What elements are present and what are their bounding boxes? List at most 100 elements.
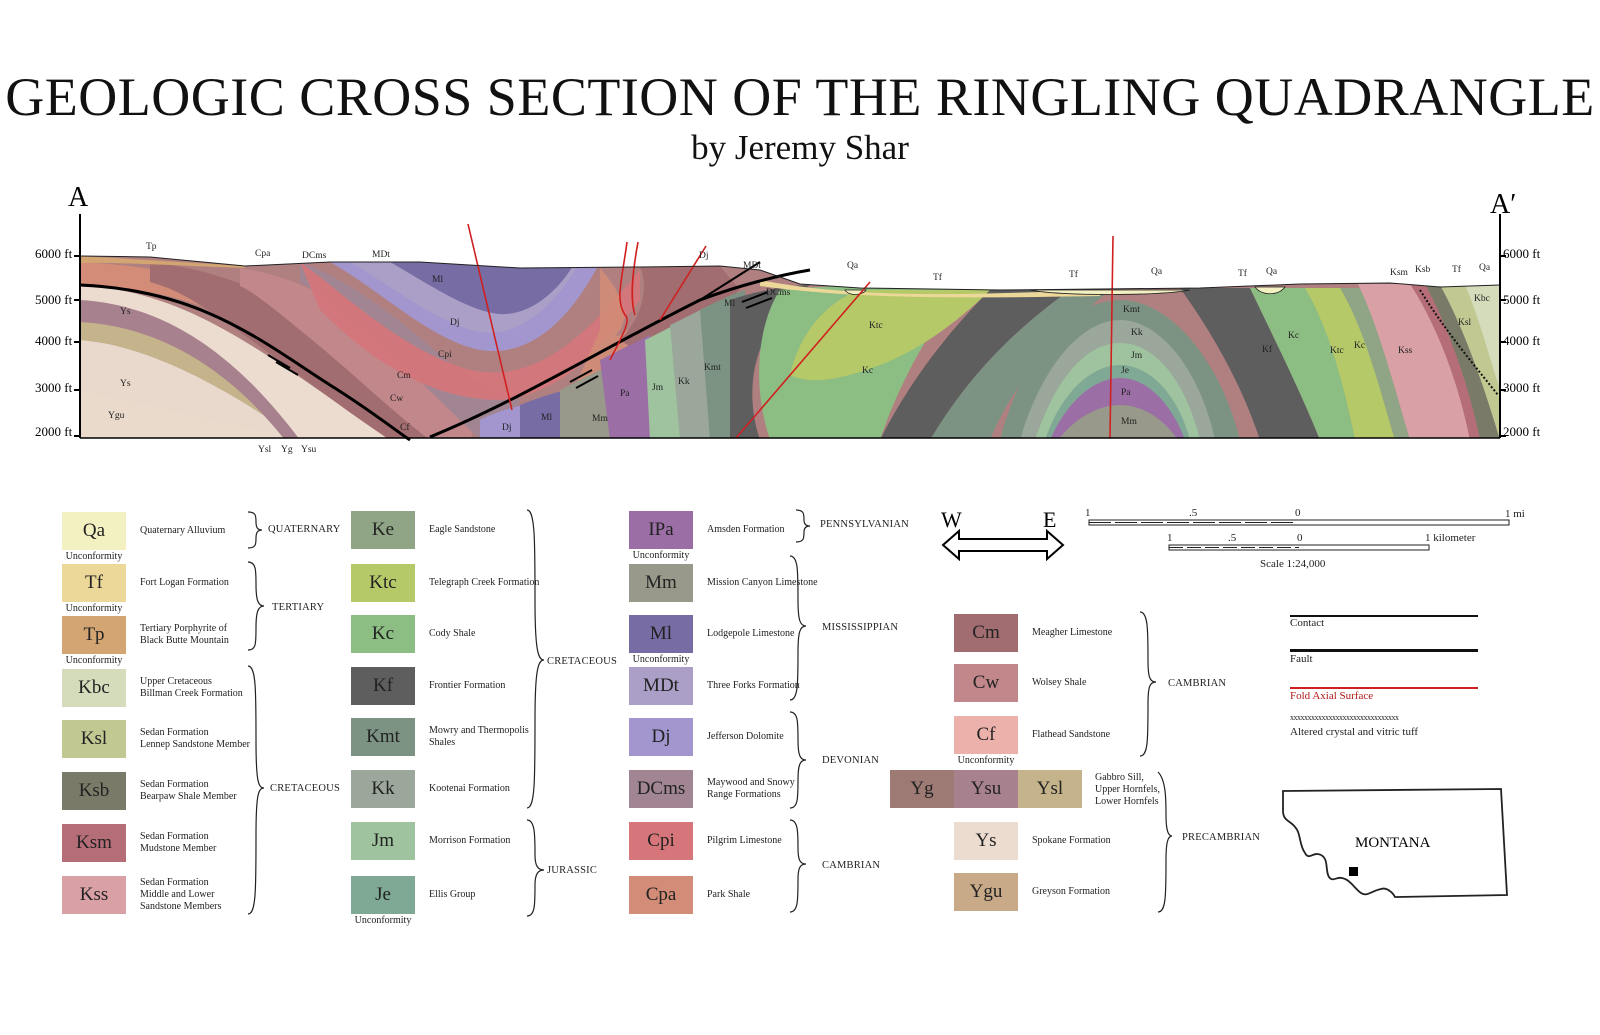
lbl-ys1: Ys (120, 307, 131, 317)
swatch-ipa: IPa (629, 511, 693, 549)
lbl-qa4: Qa (1479, 263, 1491, 273)
legend-name-cpa: Park Shale (707, 889, 751, 900)
swatch-dj: Dj (629, 718, 693, 756)
swatch-yg: Yg (890, 770, 954, 808)
swatch-cpi: Cpi (629, 822, 693, 860)
legend-name-dj: Jefferson Dolomite (707, 731, 784, 742)
lbl-cm: Cm (397, 371, 411, 381)
swatch-ksl: Ksl (62, 720, 126, 758)
swatch-ktc: Ktc (351, 564, 415, 602)
lbl-ml3: Ml (724, 299, 735, 309)
elev-6000-right: 6000 ft (1503, 246, 1541, 261)
legend-name-ksl: Sedan Formation Lennep Sandstone Member (140, 727, 250, 750)
swatch-ygu: Ygu (954, 873, 1018, 911)
hornfels-swatches: Yg Ysu Ysl (890, 770, 1082, 808)
unconformity-qa: Unconformity (65, 551, 123, 562)
lbl-ksl: Ksl (1458, 318, 1472, 328)
location-marker (1349, 867, 1358, 876)
page-title: GEOLOGIC CROSS SECTION OF THE RINGLING Q… (5, 67, 1595, 127)
elev-4000-left: 4000 ft (35, 333, 73, 348)
period-pennsylvanian: PENNSYLVANIAN (820, 519, 909, 530)
swatch-dcms: DCms (629, 770, 693, 808)
fault-label: Fault (1290, 653, 1313, 665)
unconformity-je: Unconformity (354, 915, 412, 926)
legend-name-ke: Eagle Sandstone (429, 524, 496, 535)
unit-ke-east-limb (1340, 288, 1410, 438)
legend-name-kk: Kootenai Formation (429, 783, 510, 794)
lbl-yg: Yg (281, 445, 293, 455)
elev-labels-left: 6000 ft 5000 ft 4000 ft 3000 ft 2000 ft (35, 246, 73, 439)
legend-name-ygu: Greyson Formation (1032, 886, 1111, 897)
lbl-dcms2: DCms (766, 288, 791, 298)
elev-5000-left: 5000 ft (35, 292, 73, 307)
lbl-dj1: Dj (450, 318, 460, 328)
legend-name-ksb: Sedan Formation Bearpaw Shale Member (140, 779, 237, 802)
lbl-kf: Kf (1262, 344, 1273, 355)
scale-bars: 1 .5 0 1 mile 1 .5 0 1 kilometer (1085, 507, 1525, 551)
page-subtitle: by Jeremy Shar (691, 128, 909, 167)
legend-name-cpi: Pilgrim Limestone (707, 835, 782, 846)
swatch-kbc: Kbc (62, 669, 126, 707)
elev-6000-left: 6000 ft (35, 246, 73, 261)
legend-name-kbc: Upper Cretaceous Billman Creek Formation (140, 676, 243, 699)
lbl-kk1: Kk (678, 377, 690, 387)
swatch-ksb: Ksb (62, 772, 126, 810)
lbl-tf1: Tf (933, 272, 943, 283)
swatch-je: Je (351, 876, 415, 914)
unit-ktc-east-limb (1305, 288, 1395, 438)
legend-name-ml: Lodgepole Limestone (707, 628, 795, 639)
unit-ksl-east (1440, 285, 1500, 438)
legend-name-cw: Wolsey Shale (1032, 677, 1087, 688)
unit-pa-low (600, 335, 660, 438)
fold-label: Fold Axial Surface (1290, 690, 1374, 702)
unit-kbc-east (1465, 285, 1500, 390)
lbl-dcms: DCms (302, 251, 327, 261)
unit-labels: Tp Cpa DCms MDt Ml Dj Cpi Cm Cw Cf Ys Ys… (108, 242, 1491, 455)
period-quaternary: QUATERNARY (268, 524, 341, 535)
elev-3000-left: 3000 ft (35, 380, 73, 395)
lbl-ysu: Ysu (301, 445, 317, 455)
lbl-pa1: Pa (620, 389, 630, 399)
right-axis (1499, 214, 1506, 438)
lbl-ys2: Ys (120, 379, 131, 389)
lbl-qa2: Qa (1151, 267, 1163, 277)
lbl-ml1: Ml (432, 275, 443, 285)
period-cambrian-2: CAMBRIAN (1168, 678, 1227, 689)
lbl-mdt1: MDt (372, 250, 390, 260)
montana-outline (1282, 788, 1508, 898)
tuff-label: Altered crystal and vitric tuff (1290, 726, 1419, 738)
unit-cw-band (240, 268, 480, 438)
slip-arrow-east (569, 291, 773, 389)
compass-w: W (941, 507, 962, 532)
swatch-kss: Kss (62, 876, 126, 914)
lbl-ktc1: Ktc (869, 321, 883, 331)
mile-tick-half: .5 (1189, 507, 1198, 519)
swatch-kk: Kk (351, 770, 415, 808)
period-devonian: DEVONIAN (822, 755, 880, 766)
lbl-ygu: Ygu (108, 411, 125, 421)
legend-name-jm: Morrison Formation (429, 835, 511, 846)
legend-name-qa: Quaternary Alluvium (140, 525, 226, 536)
legend-name-mdt: Three Forks Formation (707, 680, 800, 691)
unit-qa-lens-2 (1029, 289, 1191, 295)
mile-tick-1: 1 (1085, 507, 1091, 519)
lbl-ysl: Ysl (258, 445, 272, 455)
thrust-fault-main (429, 268, 811, 439)
lbl-mm2: Mm (1121, 417, 1137, 427)
lbl-kmt2: Kmt (1123, 305, 1140, 315)
elev-2000-right: 2000 ft (1503, 424, 1541, 439)
lbl-ksm: Ksm (1390, 268, 1409, 278)
period-cambrian-1: CAMBRIAN (822, 860, 881, 871)
lbl-ml2: Ml (541, 413, 552, 423)
unit-cpi-band (300, 262, 640, 400)
lbl-qa3: Qa (1266, 267, 1278, 277)
contact-label: Contact (1290, 617, 1325, 629)
period-jurassic: JURASSIC (547, 865, 598, 876)
legend-name-ksm: Sedan Formation Mudstone Member (140, 831, 217, 854)
unit-ys-lower (80, 340, 300, 438)
lbl-kmt1: Kmt (704, 363, 721, 373)
legend-name-kss: Sedan Formation Middle and Lower Sandsto… (140, 877, 222, 912)
swatch-kc: Kc (351, 615, 415, 653)
montana-map: MONTANA (1282, 788, 1508, 898)
legend-name-kmt: Mowry and Thermopolis Shales (429, 725, 529, 748)
